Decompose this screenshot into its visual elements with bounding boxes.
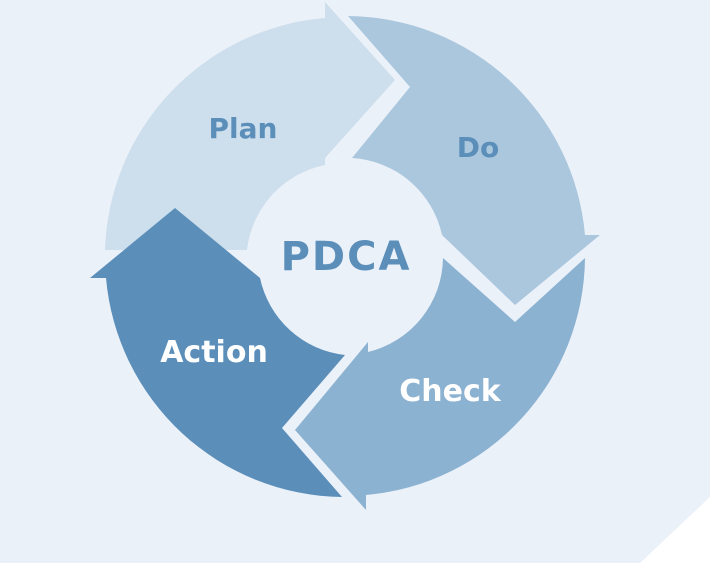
do-arrow-segment — [348, 16, 600, 305]
corner-fold — [640, 497, 710, 563]
plan-label: Plan — [209, 112, 278, 145]
action-label: Action — [160, 335, 268, 370]
center-label: PDCA — [281, 234, 412, 280]
check-label: Check — [399, 374, 502, 409]
action-arrow-segment — [90, 208, 345, 497]
plan-arrow-segment — [105, 2, 395, 250]
check-arrow-segment — [295, 258, 585, 510]
do-label: Do — [457, 131, 499, 164]
